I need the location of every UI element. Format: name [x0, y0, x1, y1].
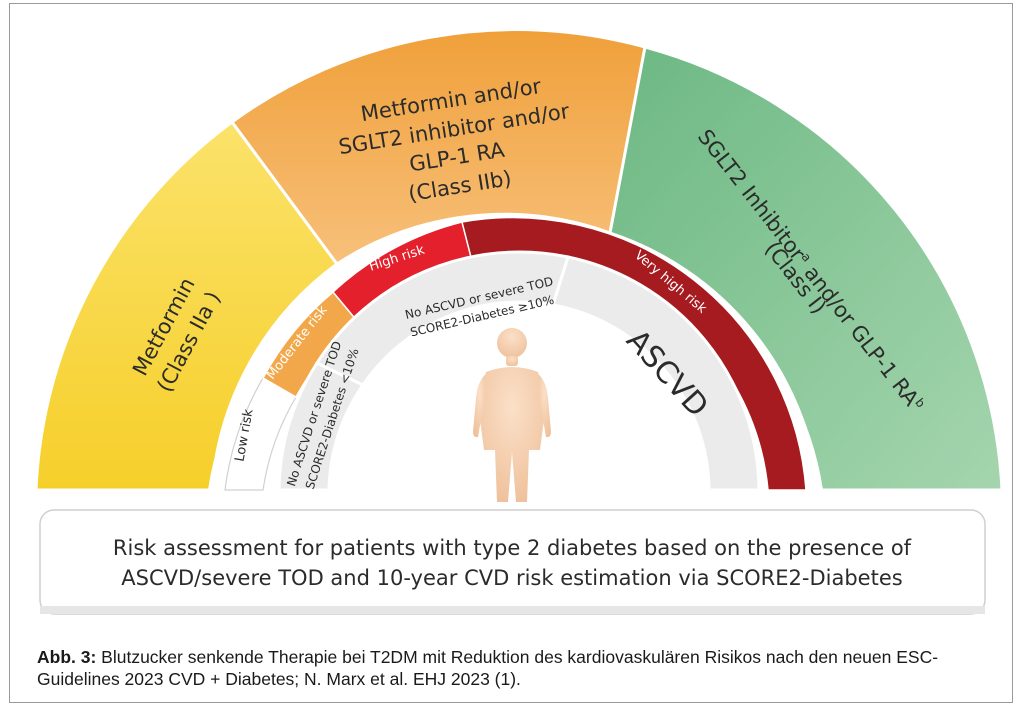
assessment-box [39, 509, 986, 615]
assessment-line1: Risk assessment for patients with type 2… [113, 536, 912, 560]
treatment-diagram: Metformin (Class IIa ) Metformin and/or … [34, 28, 1004, 615]
patient-figure-icon [473, 328, 551, 502]
caption-text: Blutzucker senkende Therapie bei T2DM mi… [37, 647, 939, 689]
figure-caption: Abb. 3: Blutzucker senkende Therapie bei… [37, 646, 987, 690]
assessment-line2: ASCVD/severe TOD and 10-year CVD risk es… [121, 566, 902, 590]
caption-label: Abb. 3: [37, 647, 97, 667]
segment-sglt2-glp1 [608, 45, 1004, 492]
segment-metformin [34, 119, 340, 492]
criteria-ascvd [551, 255, 761, 492]
